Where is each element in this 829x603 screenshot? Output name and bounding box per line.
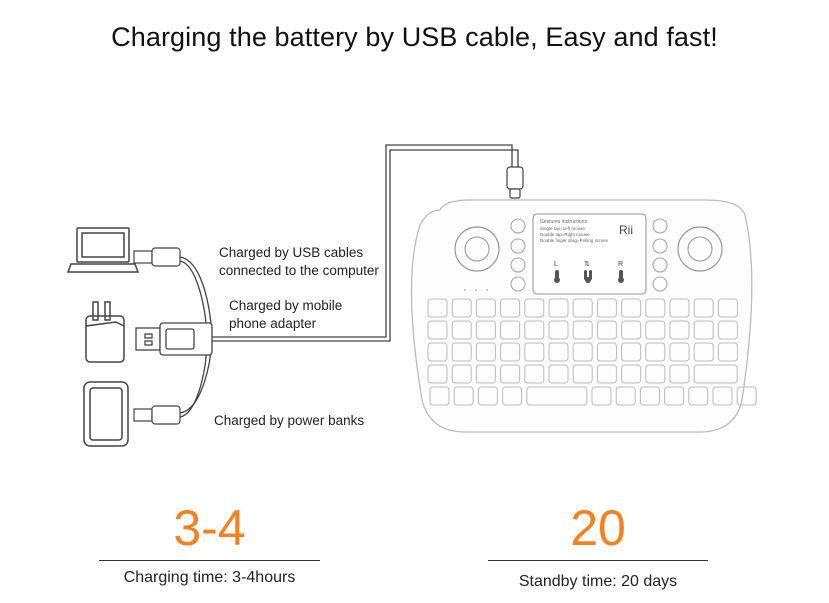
keyboard-key — [645, 298, 666, 318]
keyboard-key — [548, 364, 569, 384]
keyboard-key — [645, 342, 666, 362]
usb-plug-laptop — [133, 247, 181, 267]
keyboard-key — [451, 342, 472, 362]
keyboard-key — [717, 320, 738, 340]
keyboard-key — [526, 386, 588, 406]
keyboard-key — [596, 320, 617, 340]
keyboard-key — [524, 298, 545, 318]
keyboard-key — [669, 342, 690, 362]
keyboard-key — [500, 364, 521, 384]
standby-time-value: 20 — [570, 500, 626, 556]
keyboard-key — [477, 386, 498, 406]
keyboard-key — [427, 320, 448, 340]
keyboard-key — [548, 298, 569, 318]
micro-usb-plug — [506, 166, 524, 199]
keyboard-key — [621, 364, 642, 384]
keyboard-key — [669, 298, 690, 318]
usb-plug-adapter — [135, 322, 213, 356]
charging-time-caption: Charging time: 3-4hours — [123, 569, 296, 586]
keyboard-key — [596, 298, 617, 318]
keyboard-key — [621, 320, 642, 340]
touchpad — [532, 213, 647, 295]
keyboard-key — [475, 342, 496, 362]
keyboard-key — [502, 386, 523, 406]
keyboard-key — [427, 342, 448, 362]
keyboard-key — [451, 364, 472, 384]
keyboard-key — [524, 342, 545, 362]
divider — [488, 560, 708, 561]
keyboard-key — [669, 364, 690, 384]
keyboard-key — [596, 364, 617, 384]
keyboard-key — [596, 342, 617, 362]
keyboard-key — [621, 298, 642, 318]
keyboard-key — [693, 298, 714, 318]
keyboard-key — [427, 298, 448, 318]
keyboard-key — [500, 342, 521, 362]
keyboard-key — [524, 364, 545, 384]
wall-adapter-icon — [85, 301, 125, 363]
keyboard-key — [548, 342, 569, 362]
keyboard-key — [453, 386, 474, 406]
gesture-line: Double finger drag=Rolling screen — [540, 238, 609, 243]
keyboard-key — [451, 298, 472, 318]
keyboard-key — [591, 386, 612, 406]
label-adapter: Charged by mobile phone adapter — [229, 298, 343, 331]
keyboard-key — [500, 320, 521, 340]
keyboard-key — [693, 342, 714, 362]
gesture-line: Single tap=Left mouse — [540, 226, 585, 231]
side-round-buttons — [510, 218, 668, 292]
mouse-button-left: L — [554, 261, 558, 268]
keyboard-key — [572, 320, 593, 340]
keyboard-key — [669, 320, 690, 340]
keyboard-key — [693, 320, 714, 340]
usb-plug-powerbank — [133, 405, 181, 425]
keyboard-key — [645, 364, 666, 384]
keyboard-key — [475, 320, 496, 340]
keyboard-key — [427, 364, 448, 384]
gesture-icons — [554, 270, 624, 283]
keyboard-key — [572, 342, 593, 362]
right-joystick — [677, 226, 723, 272]
mouse-button-right: R — [618, 261, 623, 268]
keyboard-key — [475, 364, 496, 384]
label-computer: Charged by USB cables connected to the c… — [219, 245, 379, 278]
gesture-line: Double tap=Right mouse — [540, 232, 590, 237]
keyboard-key — [693, 364, 738, 384]
usb-cables — [179, 144, 519, 418]
keyboard-key — [621, 342, 642, 362]
keyboard-key — [736, 386, 757, 406]
label-powerbank: Charged by power banks — [214, 413, 365, 428]
keyboard-key — [717, 342, 738, 362]
keyboard-key — [500, 298, 521, 318]
standby-time-stat: 20 Standby time: 20 days — [488, 500, 708, 591]
power-bank-icon — [83, 381, 129, 447]
mouse-button-scroll: ⇅ — [584, 261, 590, 268]
brand-logo: Rii — [619, 223, 633, 237]
keyboard-key — [572, 298, 593, 318]
mini-keyboard: Gestures instructions: Single tap=Left m… — [410, 199, 757, 433]
keyboard-key — [429, 386, 450, 406]
charging-time-value: 3-4 — [173, 500, 246, 556]
keyboard-key — [645, 320, 666, 340]
keyboard-key — [475, 298, 496, 318]
page-title: Charging the battery by USB cable, Easy … — [111, 22, 718, 52]
divider — [99, 560, 320, 561]
keyboard-key — [548, 320, 569, 340]
laptop-icon — [66, 227, 140, 273]
keyboard-key — [712, 386, 733, 406]
keyboard-key — [451, 320, 472, 340]
keyboard-key — [664, 386, 685, 406]
charging-time-stat: 3-4 Charging time: 3-4hours — [99, 500, 320, 587]
keyboard-key — [639, 386, 660, 406]
keyboard-key — [572, 364, 593, 384]
gestures-title: Gestures instructions: — [540, 219, 588, 225]
keyboard-key — [615, 386, 636, 406]
keyboard-key — [717, 298, 738, 318]
keyboard-keys — [427, 298, 757, 406]
left-joystick — [454, 226, 500, 272]
standby-time-caption: Standby time: 20 days — [518, 573, 678, 590]
keyboard-key — [524, 320, 545, 340]
keyboard-key — [688, 386, 709, 406]
